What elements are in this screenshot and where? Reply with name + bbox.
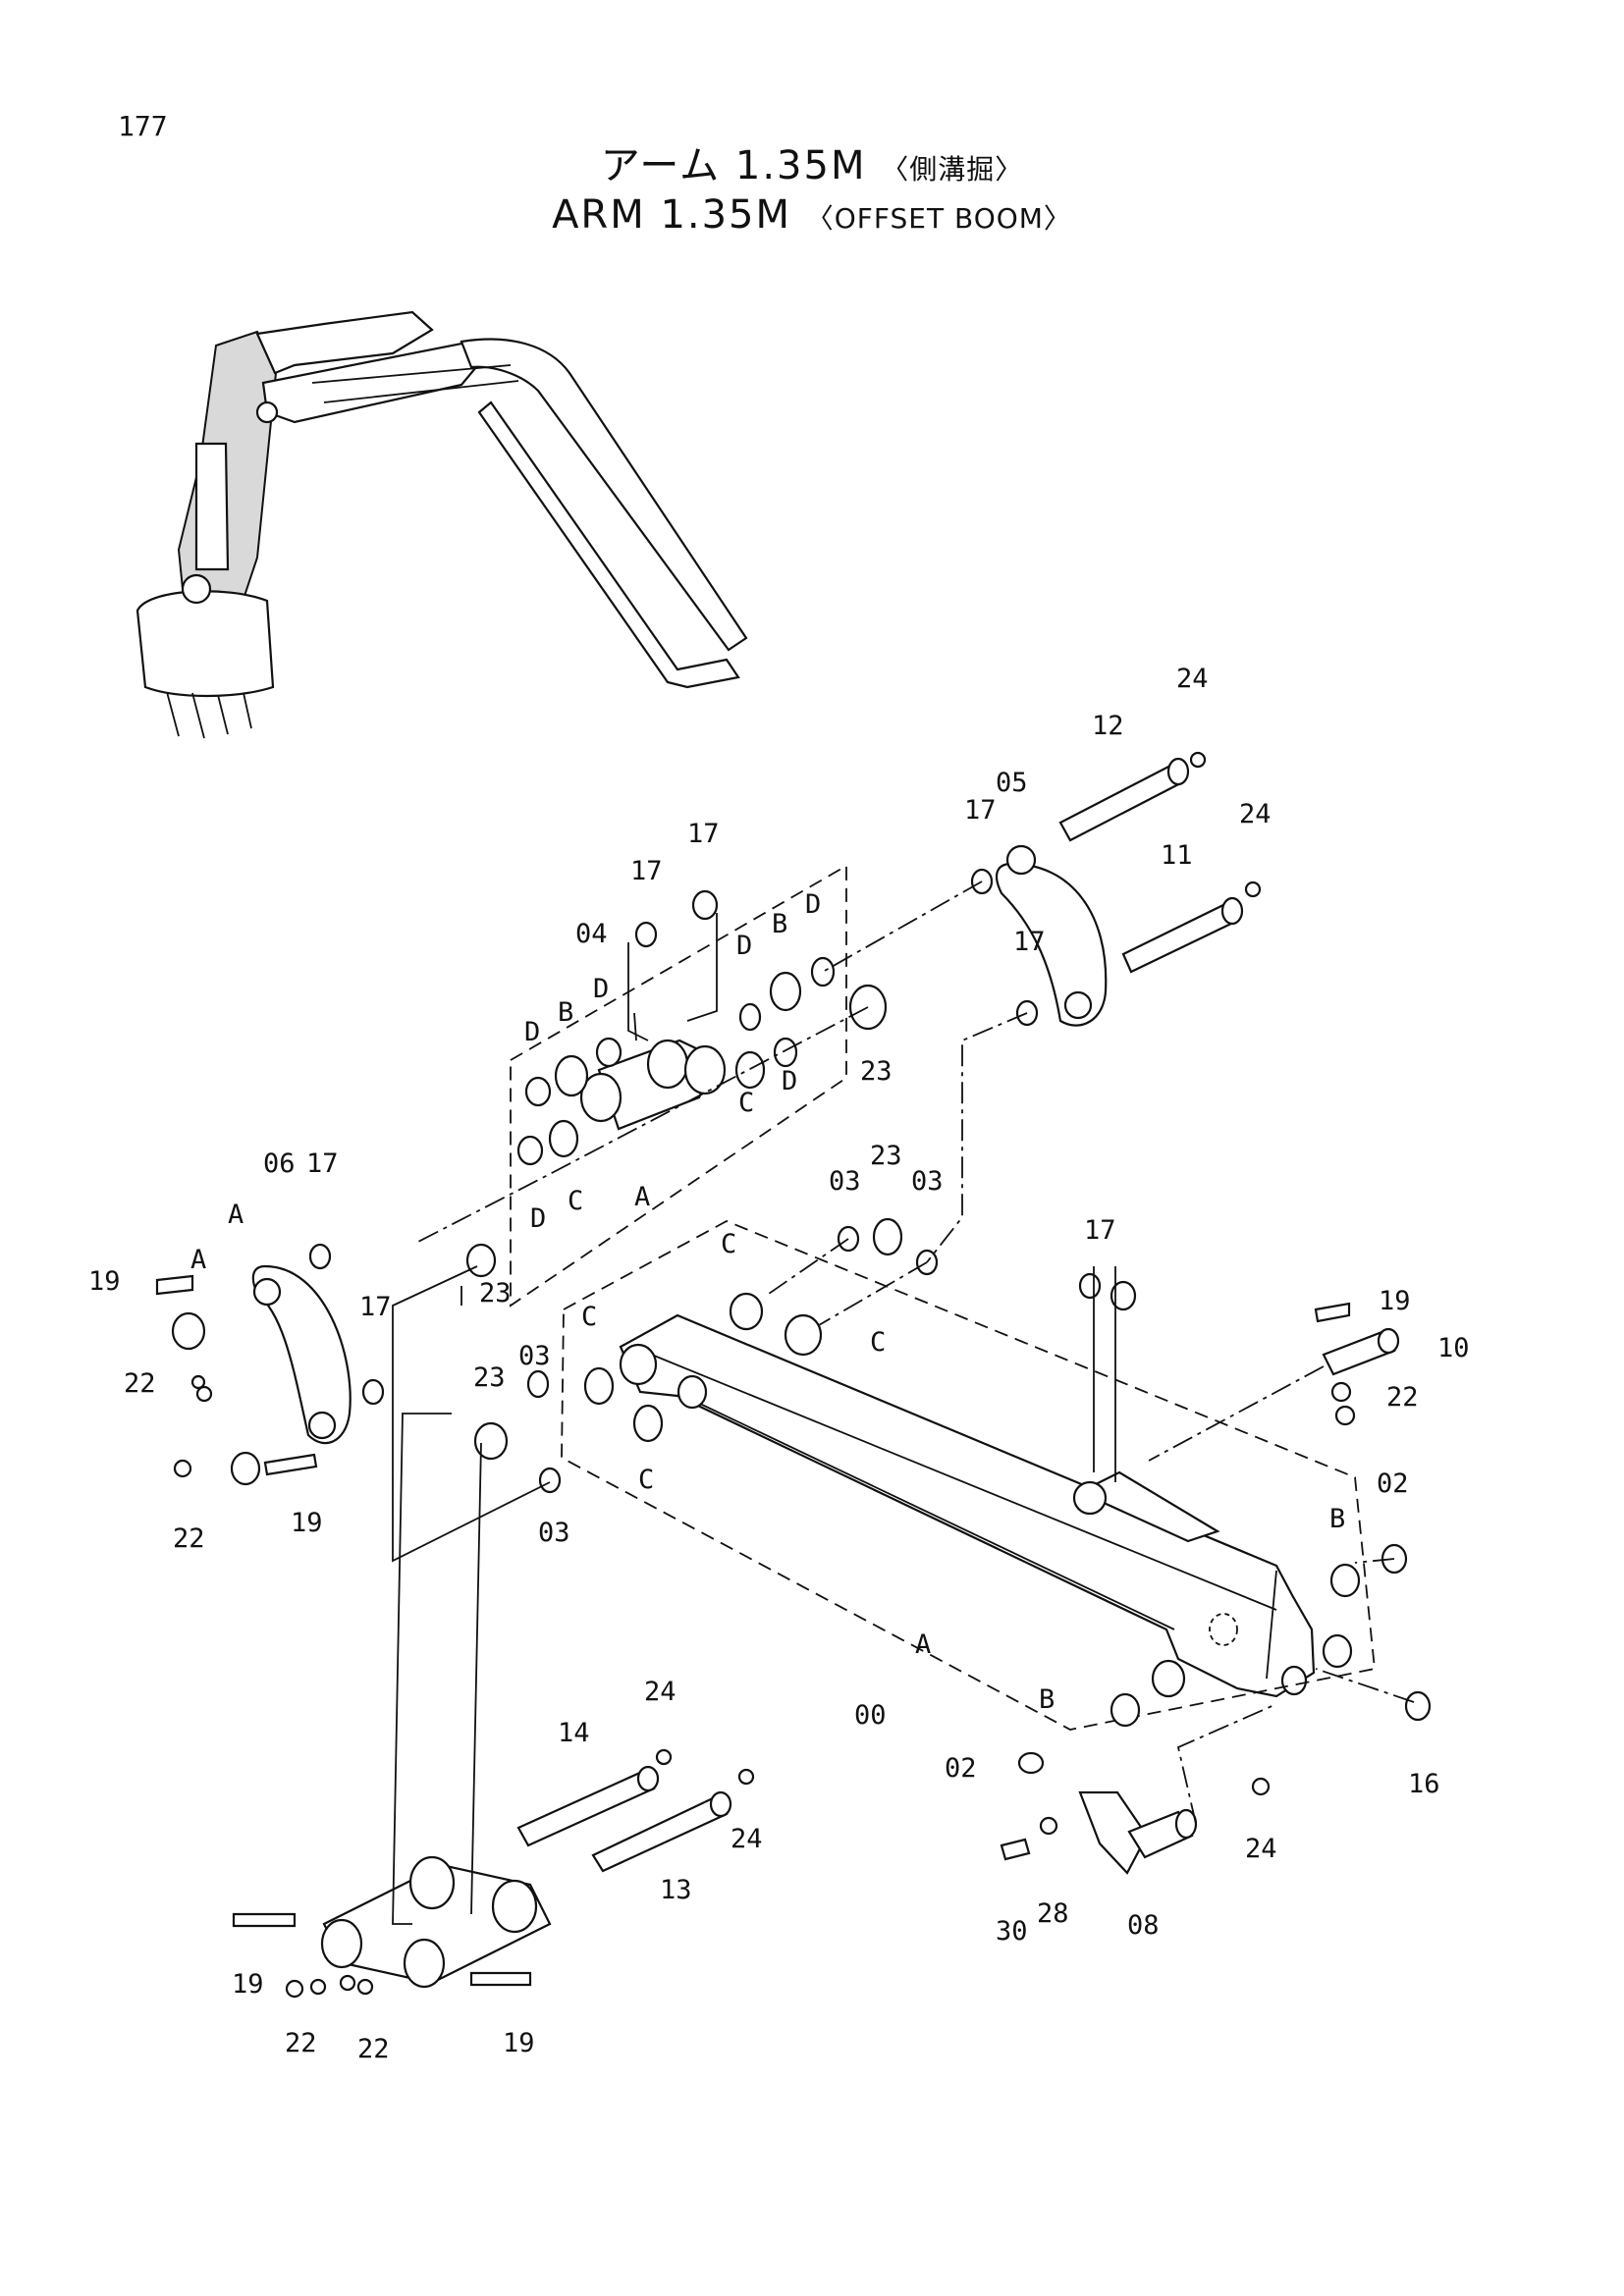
callout-17: 17 (630, 856, 663, 886)
callout-02: 02 (1377, 1468, 1409, 1499)
callout-23: 23 (479, 1278, 512, 1308)
callout-00: 00 (854, 1700, 887, 1731)
callout-02: 02 (945, 1753, 977, 1784)
callout-22: 22 (357, 2034, 390, 2064)
callout-22: 22 (1386, 1382, 1419, 1413)
callout-10: 10 (1437, 1333, 1470, 1363)
callout-08: 08 (1127, 1910, 1160, 1941)
page-number: 177 (118, 110, 168, 142)
callout-16: 16 (1408, 1769, 1440, 1799)
callout-D: D (593, 974, 609, 1004)
callout-A: A (634, 1182, 650, 1212)
callout-17: 17 (964, 795, 997, 826)
callout-B: B (1039, 1684, 1055, 1715)
callout-24: 24 (1239, 799, 1272, 829)
link-assembly-boundary (510, 864, 847, 1308)
callout-D: D (524, 1017, 540, 1047)
leader-lines (392, 881, 1415, 1925)
callout-22: 22 (285, 2028, 317, 2058)
callout-C: C (638, 1465, 654, 1495)
callout-C: C (738, 1088, 754, 1118)
callout-D: D (782, 1066, 797, 1096)
callout-19: 19 (88, 1266, 121, 1297)
callout-24: 24 (1176, 664, 1209, 694)
bushings-and-shims (516, 889, 888, 1166)
callout-12: 12 (1092, 711, 1124, 741)
callout-D: D (530, 1203, 546, 1234)
callout-06: 06 (263, 1148, 296, 1179)
callout-A: A (228, 1200, 244, 1230)
pins-12-11 (1058, 751, 1262, 974)
callout-22: 22 (124, 1368, 156, 1399)
callout-03: 03 (911, 1166, 944, 1197)
bracket-08 (1000, 1790, 1198, 1875)
left-pin-parts (155, 1243, 385, 1486)
link-04 (579, 1039, 727, 1131)
arm-body (619, 1313, 1353, 1698)
callout-19: 19 (503, 2028, 535, 2058)
title-en-sub: 〈OFFSET BOOM〉 (805, 202, 1072, 235)
link-06 (251, 1264, 352, 1445)
callout-03: 03 (538, 1518, 570, 1548)
arm-assembly-boundary (561, 1220, 1376, 1731)
callout-B: B (772, 909, 787, 939)
callout-C: C (870, 1327, 886, 1358)
callout-24: 24 (731, 1824, 763, 1854)
callout-23: 23 (870, 1141, 902, 1171)
title-ja-main: アーム 1.35M (600, 143, 867, 188)
title-english: ARM 1.35M 〈OFFSET BOOM〉 (0, 192, 1624, 238)
callout-19: 19 (291, 1508, 323, 1538)
callout-04: 04 (575, 919, 608, 949)
overview-excavator-illustration (135, 310, 748, 739)
link-05 (995, 844, 1108, 1027)
callout-03: 03 (518, 1341, 551, 1371)
callout-24: 24 (644, 1677, 677, 1707)
callout-14: 14 (558, 1718, 590, 1748)
callout-17: 17 (687, 819, 720, 849)
callout-28: 28 (1037, 1898, 1069, 1929)
callout-05: 05 (996, 768, 1028, 798)
callout-23: 23 (860, 1056, 893, 1087)
title-japanese: アーム 1.35M 〈側溝掘〉 (0, 133, 1624, 190)
callout-11: 11 (1161, 840, 1193, 871)
callout-22: 22 (173, 1523, 205, 1554)
callout-B: B (558, 997, 573, 1028)
callout-C: C (568, 1186, 583, 1216)
title-en-main: ARM 1.35M (552, 192, 792, 238)
title-ja-sub: 〈側溝掘〉 (881, 153, 1024, 186)
callout-A: A (915, 1629, 931, 1660)
callout-B: B (1329, 1504, 1345, 1534)
callout-24: 24 (1245, 1834, 1277, 1864)
callout-19: 19 (1379, 1286, 1411, 1316)
callout-30: 30 (996, 1916, 1028, 1947)
callout-A: A (190, 1245, 206, 1275)
lower-link-assembly (232, 1748, 755, 1999)
right-pin-parts (1017, 1272, 1432, 1796)
callout-17: 17 (306, 1148, 339, 1179)
callout-13: 13 (660, 1875, 692, 1905)
callout-C: C (721, 1229, 736, 1259)
callout-C: C (581, 1302, 597, 1332)
callout-17: 17 (1013, 927, 1046, 957)
callout-D: D (736, 931, 752, 961)
callout-17: 17 (1084, 1215, 1116, 1246)
callout-labels: 24 12 05 17 24 11 17 17 04 17 D B D D B … (88, 664, 1470, 2064)
callout-23: 23 (473, 1362, 506, 1393)
callout-03: 03 (829, 1166, 861, 1197)
callout-17: 17 (359, 1292, 392, 1322)
callout-19: 19 (232, 1969, 264, 2000)
callout-D: D (805, 889, 821, 920)
